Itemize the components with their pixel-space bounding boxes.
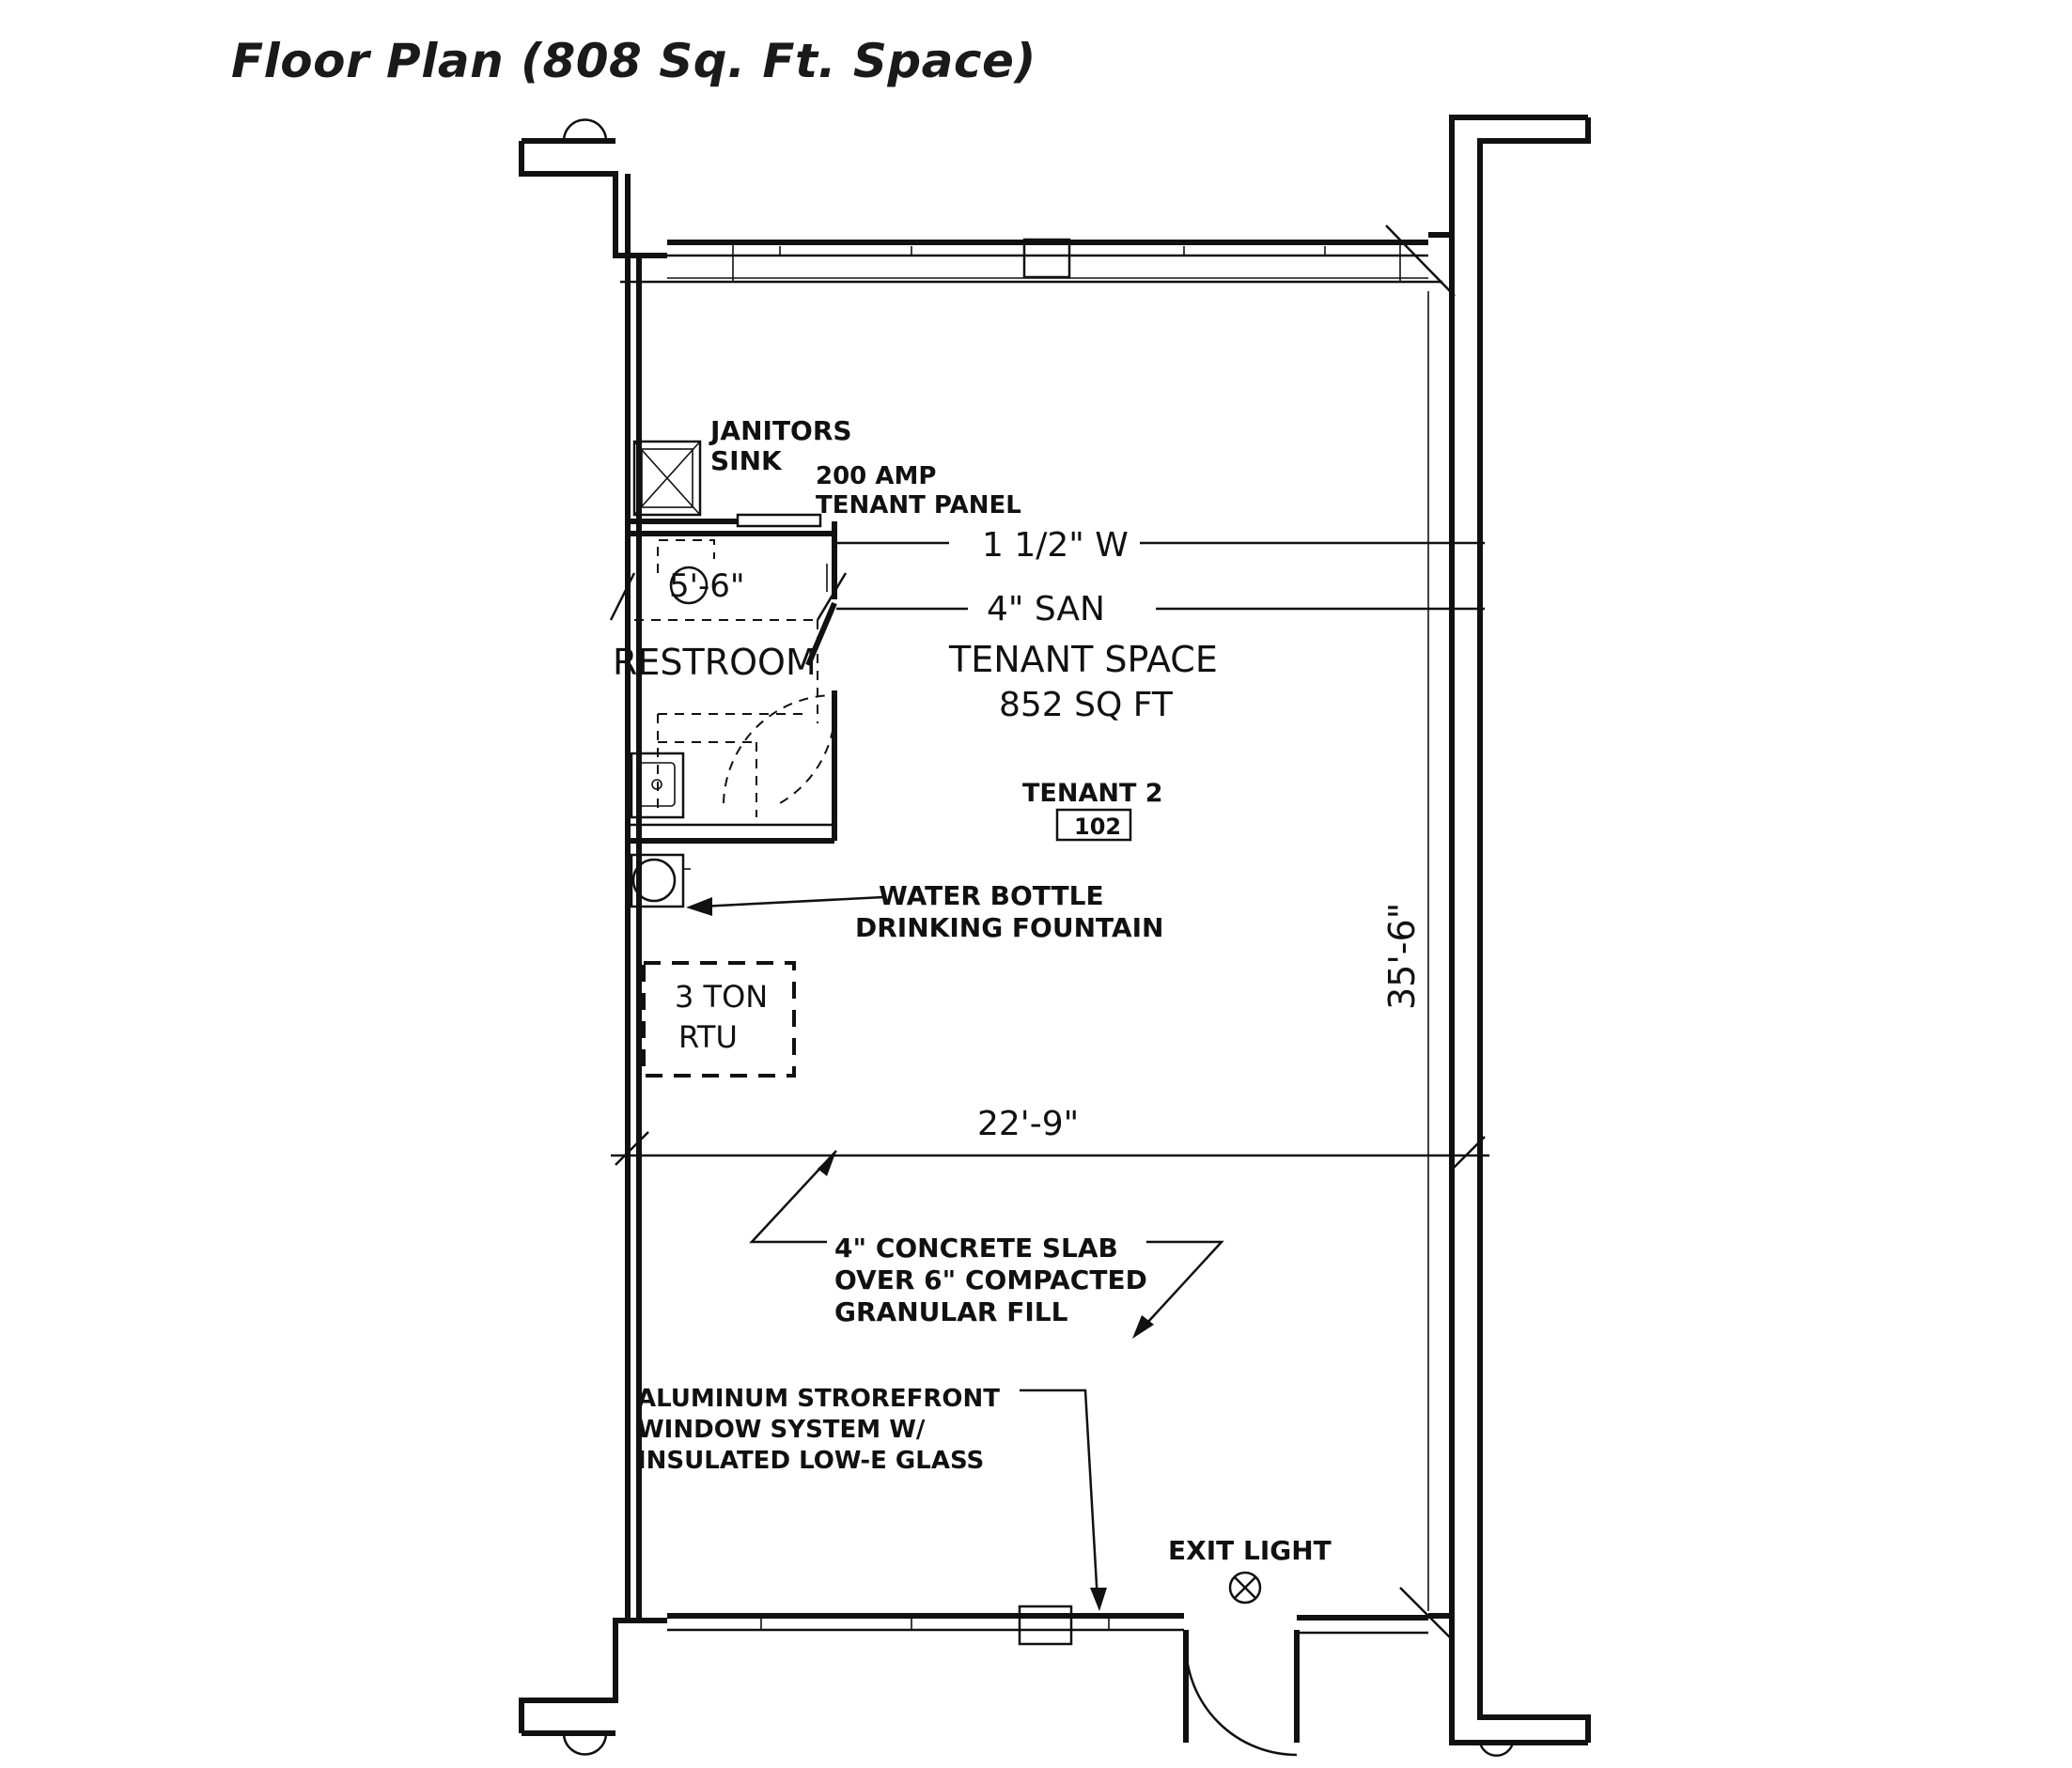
top-storefront — [620, 225, 1456, 297]
room-number: 102 — [1074, 814, 1121, 840]
storefront-label-1: ALUMINUM STROREFRONT — [637, 1385, 1000, 1413]
rtu-outline — [642, 961, 796, 1078]
slab-label-3: GRANULAR FILL — [834, 1296, 1068, 1327]
width-dimension-label: 22'-9" — [977, 1105, 1079, 1143]
san-pipe-label: 4" SAN — [987, 590, 1105, 628]
entry-door — [1183, 1630, 1300, 1757]
storefront-label-3: INSULATED LOW-E GLASS — [637, 1447, 984, 1475]
storefront-label-2: WINDOW SYSTEM W/ — [637, 1416, 926, 1444]
right-wall — [1427, 115, 1591, 1758]
tenant-panel-symbol — [736, 513, 822, 528]
restroom-dim-marker — [669, 566, 709, 605]
lavatory-symbol — [630, 752, 685, 819]
rtu-label-1: 3 TON — [675, 979, 768, 1015]
slab-label-1: 4" CONCRETE SLAB — [834, 1233, 1118, 1264]
tenant-label: TENANT 2 — [1022, 779, 1163, 808]
restroom-dim-label: 5'-6" — [669, 567, 745, 605]
rtu-label-2: RTU — [678, 1019, 738, 1055]
room-number-box — [1055, 808, 1132, 842]
janitor-sink-symbol — [628, 440, 738, 524]
exit-light-label: EXIT LIGHT — [1168, 1535, 1332, 1566]
tenant-space-label: TENANT SPACE — [948, 639, 1218, 680]
janitor-label-1: JANITORS — [709, 415, 852, 446]
water-pipe-label: 1 1/2" W — [982, 526, 1129, 565]
fountain-label-1: WATER BOTTLE — [879, 880, 1104, 911]
depth-dimension-label: 35'-6" — [1381, 903, 1423, 1010]
panel-label-2: TENANT PANEL — [816, 491, 1021, 520]
exit-light-symbol — [1228, 1571, 1262, 1605]
left-wall — [519, 118, 667, 1756]
bottom-storefront — [667, 1587, 1453, 1646]
restroom — [609, 521, 848, 844]
panel-label-1: 200 AMP — [816, 462, 936, 490]
janitor-label-2: SINK — [710, 445, 783, 476]
restroom-label: RESTROOM — [613, 642, 817, 683]
drinking-fountain-symbol — [630, 853, 691, 908]
sqft-label: 852 SQ FT — [999, 686, 1174, 724]
leader-arrow — [686, 895, 1224, 1611]
fountain-label-2: DRINKING FOUNTAIN — [855, 912, 1163, 943]
slab-label-2: OVER 6" COMPACTED — [834, 1264, 1147, 1295]
plan-title: Floor Plan (808 Sq. Ft. Space) — [231, 34, 1036, 88]
width-dimension-line — [611, 1131, 1489, 1171]
